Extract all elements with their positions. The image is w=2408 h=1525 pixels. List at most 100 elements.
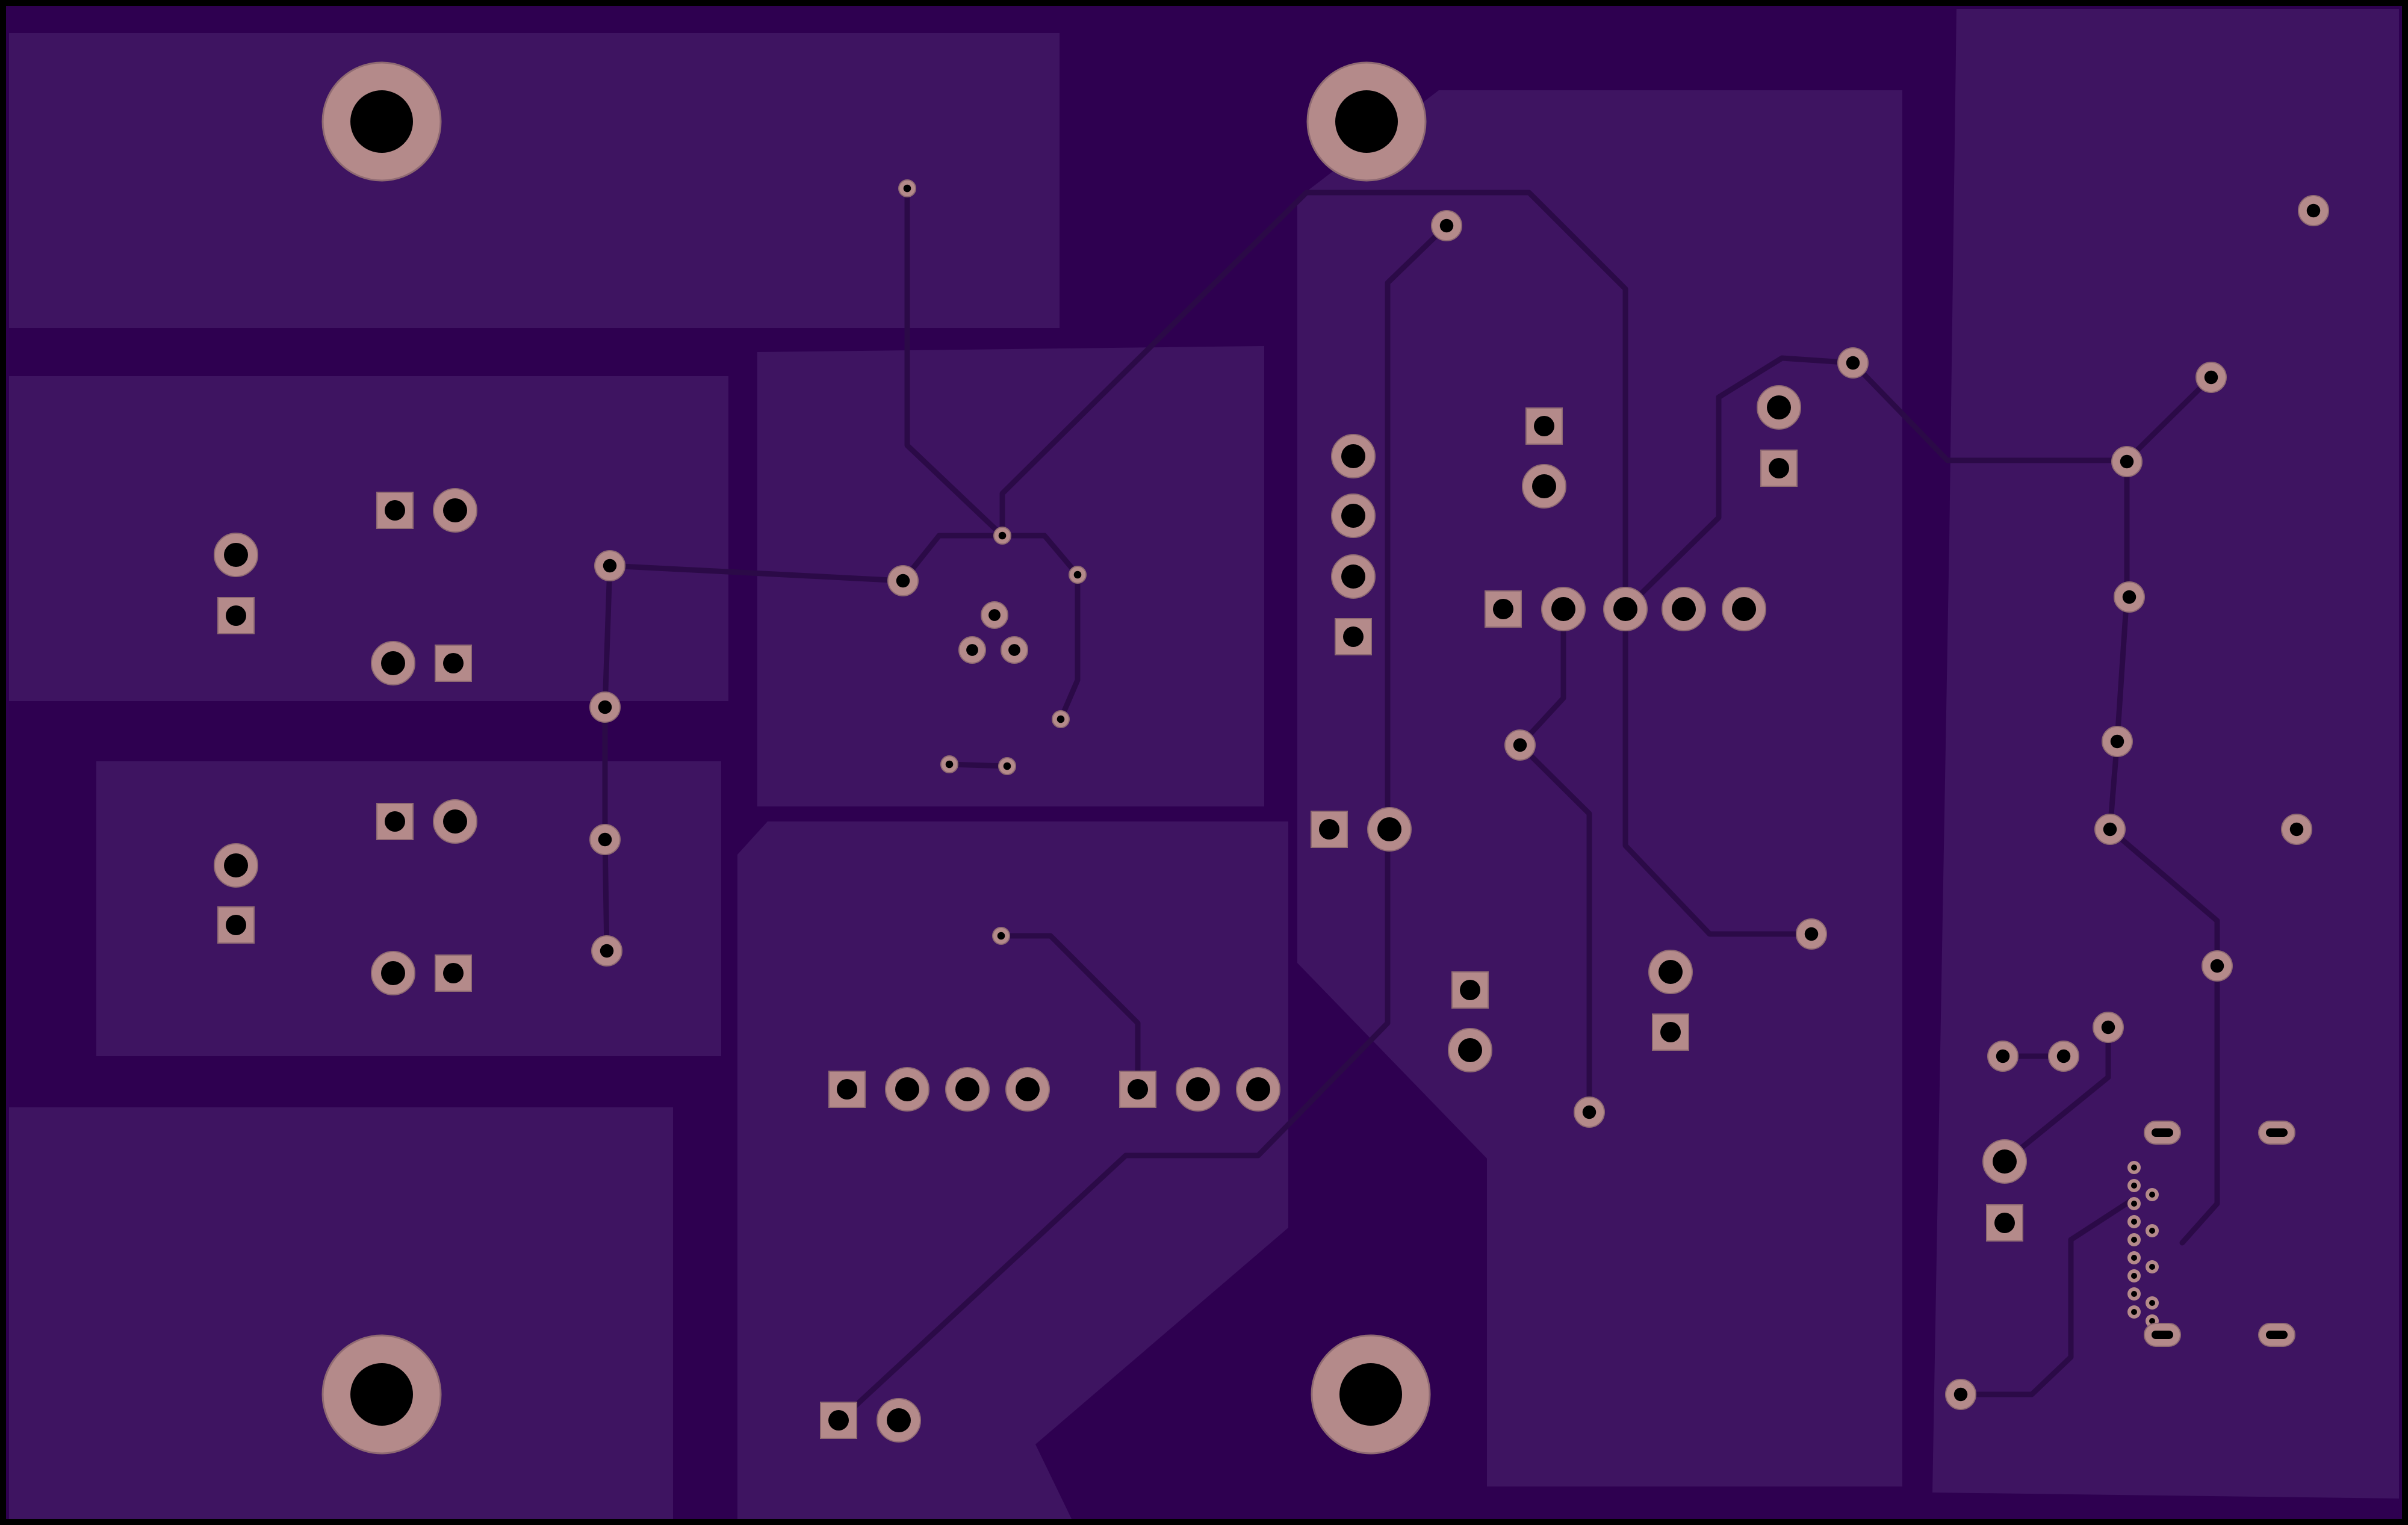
connector-pin-drill xyxy=(2131,1219,2137,1225)
pad-drill xyxy=(1767,395,1791,419)
pad-drill xyxy=(1460,980,1480,1000)
connector-pin-drill xyxy=(2131,1309,2137,1315)
connector-pin-drill xyxy=(2149,1300,2155,1306)
pad-drill xyxy=(1660,1022,1681,1042)
via-drill xyxy=(1953,1387,1968,1402)
pad-drill xyxy=(1672,597,1696,621)
connector-pin-drill xyxy=(2131,1237,2137,1243)
slotted-pads xyxy=(2144,1121,2295,1347)
via-drill xyxy=(2289,822,2304,837)
via-drill xyxy=(1003,762,1011,770)
pads xyxy=(214,385,2027,1443)
trace xyxy=(904,185,1005,539)
pad-drill xyxy=(443,653,464,673)
slot-drill xyxy=(2266,1128,2288,1137)
via-drill xyxy=(966,644,978,656)
via-drill xyxy=(2101,1020,2115,1035)
via-drill xyxy=(945,760,954,769)
pad-drill xyxy=(1458,1038,1482,1062)
connector-pin-drill xyxy=(2131,1291,2137,1297)
pad-drill xyxy=(887,1408,911,1432)
mounting-hole-drill xyxy=(1335,90,1398,153)
pad-drill xyxy=(1128,1079,1148,1100)
pad-drill xyxy=(385,811,405,832)
pad-drill xyxy=(1994,1213,2015,1233)
trace xyxy=(2002,1024,2111,1165)
via-drill xyxy=(2110,734,2124,749)
via-drill xyxy=(2210,959,2224,973)
copper-pours xyxy=(9,9,2399,1519)
via-drill xyxy=(1439,218,1454,233)
pad-drill xyxy=(224,853,248,877)
via-drill xyxy=(1582,1105,1597,1119)
pour-top-left xyxy=(9,33,1060,328)
connector-pin-drill xyxy=(2131,1201,2137,1207)
connector-pin-drill xyxy=(2149,1264,2155,1270)
connector-pin-drill xyxy=(2149,1228,2155,1234)
pad-drill xyxy=(1659,960,1683,984)
mounting-holes xyxy=(321,61,1431,1455)
pad-drill xyxy=(1319,819,1339,840)
trace xyxy=(946,761,1010,769)
pad-drill xyxy=(828,1410,849,1431)
via-drill xyxy=(2122,590,2136,604)
trace xyxy=(1850,360,2214,463)
mounting-hole-drill xyxy=(350,90,413,153)
trace xyxy=(602,563,613,954)
trace xyxy=(1958,1198,2134,1397)
pad-drill xyxy=(1341,504,1365,528)
connector-pin-drill xyxy=(2131,1165,2137,1171)
trace xyxy=(837,223,1450,1423)
trace xyxy=(998,933,1141,1092)
pad-drill xyxy=(1341,444,1365,468)
via-drill xyxy=(988,609,1001,621)
connector-pin-drill xyxy=(2131,1273,2137,1279)
via-drill xyxy=(2120,454,2134,469)
via-drill xyxy=(598,832,612,847)
pad-drill xyxy=(1343,626,1364,647)
pad-drill xyxy=(837,1079,857,1100)
pad-drill xyxy=(1732,597,1756,621)
via-drill xyxy=(997,932,1005,940)
pad-drill xyxy=(381,651,405,675)
via-drill xyxy=(603,558,617,573)
pad-drill xyxy=(1016,1077,1040,1101)
pad-drill xyxy=(224,543,248,567)
pad-drill xyxy=(381,961,405,985)
pad-drill xyxy=(1246,1077,1270,1101)
via-drill xyxy=(1073,571,1082,579)
via-drill xyxy=(1846,356,1860,370)
via-drill xyxy=(2306,203,2321,218)
square-pad xyxy=(1760,450,1798,487)
mounting-hole-drill xyxy=(1339,1363,1402,1426)
via-drill xyxy=(1008,644,1020,656)
pad-drill xyxy=(1341,565,1365,589)
vias xyxy=(589,179,2329,1410)
pad-drill xyxy=(1993,1149,2017,1174)
trace xyxy=(999,190,1628,612)
pour-left-middle xyxy=(96,761,721,1056)
via-drill xyxy=(600,944,614,958)
pad-drill xyxy=(1551,597,1575,621)
via-drill xyxy=(1996,1049,2010,1063)
via-drill xyxy=(998,531,1007,540)
via-drill xyxy=(896,574,910,588)
pad-drill xyxy=(226,915,246,935)
via-drill xyxy=(903,184,911,193)
slot-drill xyxy=(2152,1128,2173,1137)
mounting-hole-drill xyxy=(350,1363,413,1426)
pad-drill xyxy=(1613,597,1637,621)
trace xyxy=(607,563,906,584)
connector-pin-drill xyxy=(2149,1318,2155,1324)
connector-pin-drill xyxy=(2149,1192,2155,1198)
pad-drill xyxy=(1493,599,1513,619)
pad-drill xyxy=(443,963,464,983)
pad-drill xyxy=(226,605,246,626)
trace xyxy=(1622,355,1856,612)
via-drill xyxy=(2056,1049,2071,1063)
connector-pin-drill xyxy=(2131,1255,2137,1261)
via-drill xyxy=(1804,927,1819,941)
via-drill xyxy=(2204,370,2218,385)
